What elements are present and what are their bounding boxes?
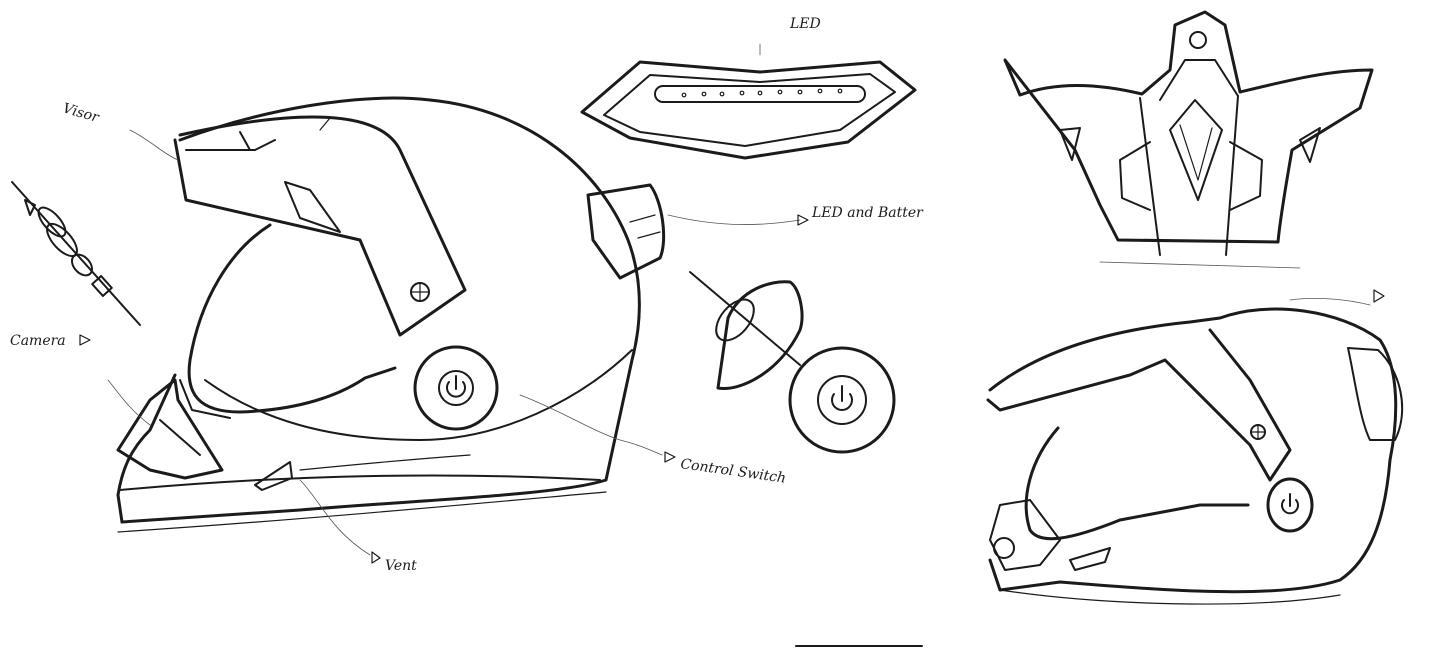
label-camera: Camera <box>10 333 66 349</box>
helmet-front-view <box>1003 10 1374 269</box>
helmet-side-view <box>107 43 801 556</box>
label-control-switch: Control Switch <box>679 456 787 487</box>
camera-exploded-view <box>11 181 141 326</box>
led-strip-detail <box>580 60 917 160</box>
label-led: LED <box>789 16 821 32</box>
power-icon <box>1281 493 1299 515</box>
label-led-battery: LED and Batter <box>811 205 924 221</box>
screw-icon <box>1250 424 1266 440</box>
control-switch-button <box>1266 477 1314 533</box>
label-visor: Visor <box>61 100 102 126</box>
screw-icon <box>410 282 430 302</box>
arrow-marker-icon <box>79 214 1385 564</box>
switch-exploded-view <box>689 271 896 454</box>
power-icon <box>831 385 853 411</box>
helmet-perspective-view <box>986 297 1404 605</box>
power-icon <box>446 375 466 398</box>
control-switch-button <box>413 345 499 431</box>
label-vent: Vent <box>385 558 417 574</box>
